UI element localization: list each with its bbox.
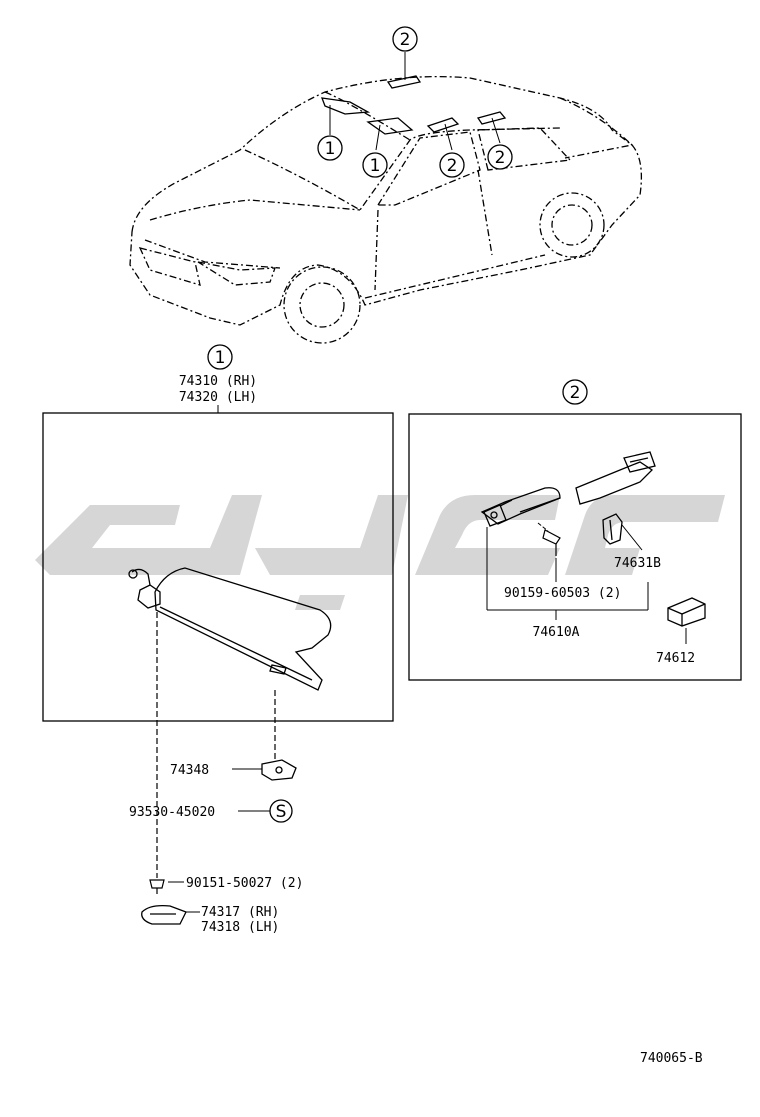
svg-text:2: 2 xyxy=(495,148,506,168)
cap-74631B-drawing xyxy=(602,513,623,545)
assembly-bracket xyxy=(486,527,649,620)
label-90159-60503: 90159-60503 (2) xyxy=(504,586,621,601)
grip-box xyxy=(408,413,742,681)
callout-side-2-front: 2 xyxy=(439,152,465,178)
svg-text:1: 1 xyxy=(215,348,226,368)
assist-grip-drawing xyxy=(480,451,656,527)
visor-assembly-lines xyxy=(156,612,276,878)
car-callout-leaders xyxy=(329,52,501,151)
label-74320: 74320 (LH) xyxy=(179,390,257,405)
label-74631B: 74631B xyxy=(614,556,661,571)
callout-pillar-1-left: 1 xyxy=(317,135,343,161)
callout-side-2-rear: 2 xyxy=(487,144,513,170)
label-74310: 74310 (RH) xyxy=(179,374,257,389)
callout-pillar-1-right: 1 xyxy=(362,152,388,178)
roof-grip-mark xyxy=(386,75,422,89)
callout-roof-2: 2 xyxy=(392,26,418,52)
side-grip-rear-mark xyxy=(476,111,507,125)
svg-text:1: 1 xyxy=(370,156,381,176)
svg-text:2: 2 xyxy=(447,156,458,176)
label-90151-50027: 90151-50027 (2) xyxy=(186,876,303,891)
car-interior-parts xyxy=(321,75,507,135)
watermark-logo xyxy=(35,495,725,610)
label-74348: 74348 xyxy=(170,763,209,778)
visor-left-mark xyxy=(321,97,371,115)
bolt-drawing xyxy=(149,879,165,894)
side-grip-front-mark xyxy=(426,117,460,133)
cover-74317-drawing xyxy=(141,904,187,925)
label-74612: 74612 xyxy=(656,651,695,666)
holder-74348-drawing xyxy=(261,759,297,781)
svg-text:1: 1 xyxy=(325,139,336,159)
grip-group-header: 2 xyxy=(562,379,588,405)
label-74317: 74317 (RH) xyxy=(201,905,279,920)
svg-text:2: 2 xyxy=(570,383,581,403)
grip-screw-drawing xyxy=(542,529,561,556)
visor-right-mark xyxy=(366,117,414,135)
svg-text:S: S xyxy=(276,802,287,822)
visor-box xyxy=(42,412,394,722)
cover-74612-drawing xyxy=(667,597,706,627)
screw-mark-s: S xyxy=(269,799,293,823)
label-74318: 74318 (LH) xyxy=(201,920,279,935)
label-93530-45020: 93530-45020 xyxy=(129,805,215,820)
car-illustration xyxy=(129,75,643,344)
drawing-number: 740065-B xyxy=(640,1051,703,1066)
svg-text:2: 2 xyxy=(400,30,411,50)
label-74610A: 74610A xyxy=(533,625,580,640)
visor-group-header: 1 74310 (RH) 74320 (LH) xyxy=(179,344,257,413)
sun-visor-drawing xyxy=(128,567,332,691)
